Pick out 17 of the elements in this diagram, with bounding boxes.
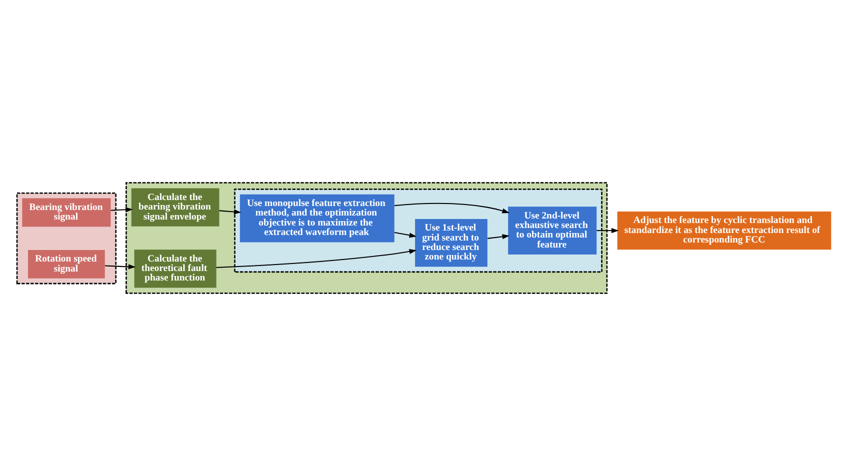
node-box: Adjust the feature by cyclic translation and standardize it as the feature extraction result of corresponding FCC — [617, 211, 832, 250]
arrow — [110, 206, 133, 212]
node-box: Rotation speed signal — [28, 249, 105, 278]
node-box: Use 1st-level grid search to reduce search zone quickly — [415, 218, 488, 266]
cluster — [16, 192, 117, 284]
node-box: Calculate the theoretical fault phase function — [134, 249, 216, 288]
arrow — [105, 264, 136, 269]
node-box: Use monopulse feature extraction method, and the optimization objective is to maximize the extracted waveform peak — [240, 194, 394, 242]
arrow — [219, 208, 242, 214]
arrow — [488, 234, 510, 239]
arrow — [596, 228, 619, 233]
node-box: Bearing vibration signal — [22, 198, 111, 226]
arrow — [216, 248, 417, 268]
arrow — [394, 202, 510, 213]
node-box: Use 2nd-level exhaustive search to obtain optimal feature — [508, 206, 597, 254]
arrow — [394, 231, 417, 238]
node-box: Calculate the bearing vibration signal envelope — [131, 188, 220, 226]
